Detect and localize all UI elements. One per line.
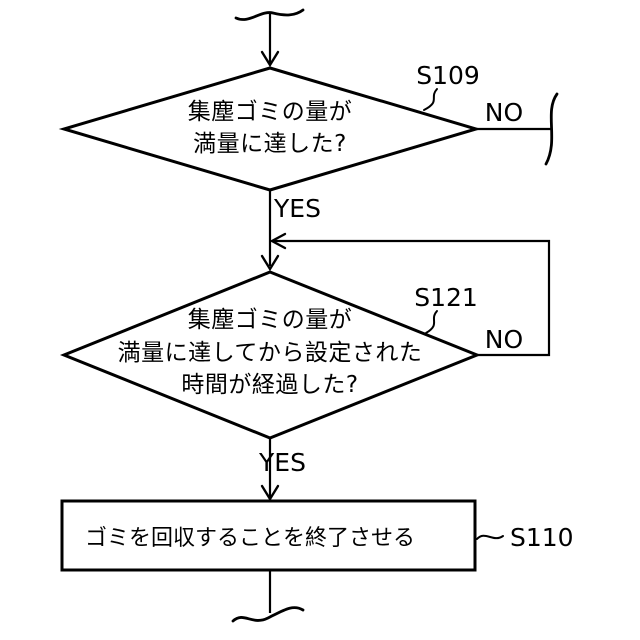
decision-s121: 集塵ゴミの量が 満量に達してから設定された 時間が経過した? S121 (59, 270, 482, 440)
process-s110: ゴミを回収することを終了させる S110 (60, 499, 574, 572)
decision-s109-text-line2: 満量に達した? (193, 131, 347, 157)
no-branch-s109-label: NO (485, 98, 523, 127)
arrow-down-icon (260, 484, 280, 502)
decision-s109-text-line1: 集塵ゴミの量が (188, 99, 353, 125)
s121-leader-line (425, 310, 438, 334)
decision-s121-text-line3: 時間が経過した? (181, 372, 358, 398)
decision-s121-text-line2: 満量に達してから設定された (118, 340, 423, 366)
decision-s109-diamond (58, 66, 482, 192)
continuation-break-bottom (231, 606, 305, 623)
process-s110-text: ゴミを回収することを終了させる (85, 526, 415, 551)
yes-branch-s121-label: YES (258, 448, 306, 477)
arrow-down-icon (260, 254, 280, 272)
decision-s121-text-line1: 集塵ゴミの量が (188, 307, 353, 333)
yes-branch-s109-label: YES (273, 194, 321, 223)
loopback-connector-s121: NO (269, 232, 551, 357)
decision-s109: 集塵ゴミの量が 満量に達した? S109 (58, 61, 482, 192)
s109-step-label: S109 (416, 61, 480, 90)
entry-connector (260, 14, 280, 68)
exit-connector (231, 570, 305, 623)
arrow-left-icon (269, 232, 287, 250)
s121-step-label: S121 (414, 283, 478, 312)
s109-leader-line (423, 88, 438, 111)
loopback-line (274, 239, 551, 357)
continuation-break-top (234, 8, 305, 21)
yes-branch-s109: YES (260, 190, 321, 272)
process-s110-box (60, 499, 477, 572)
s110-leader-tilde (476, 534, 504, 540)
s110-step-label: S110 (510, 523, 574, 552)
continuation-break-right (544, 92, 559, 166)
yes-branch-s121: YES (258, 438, 306, 502)
no-branch-s109: NO (476, 92, 559, 166)
arrow-down-icon (260, 50, 280, 68)
no-branch-s121-label: NO (485, 325, 523, 354)
